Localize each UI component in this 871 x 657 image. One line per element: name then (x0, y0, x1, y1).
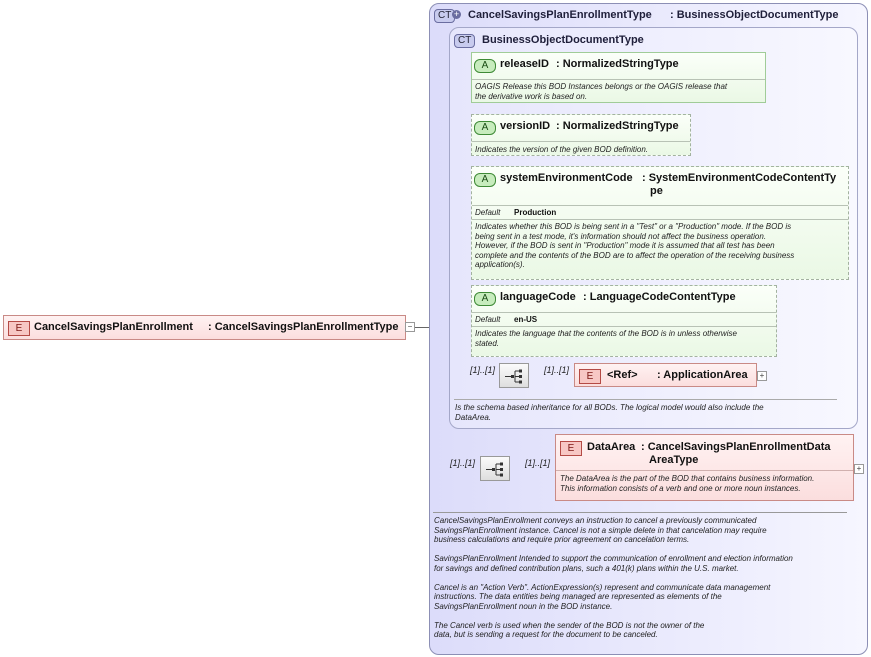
ref-expand-toggle[interactable]: + (757, 371, 767, 381)
attribute-badge: A (474, 173, 496, 187)
base-type-description-line: Is the schema based inheritance for all … (455, 403, 764, 412)
element-badge: E (579, 369, 601, 384)
complex-type-separator (433, 512, 847, 513)
complex-type-description-line: instructions. The data entities being ma… (434, 592, 722, 601)
dataarea-name: DataArea (587, 441, 636, 453)
dataarea-type-line: AreaType (649, 454, 699, 466)
attribute-doc-line: the derivative work is based on. (475, 91, 588, 101)
dataarea-doc-line: This information consists of a verb and … (560, 483, 801, 493)
attribute-doc: Indicates the version of the given BOD d… (475, 145, 648, 155)
attribute-doc: OAGIS Release this BOD Instances belongs… (475, 82, 727, 101)
attribute-badge: A (474, 292, 496, 306)
attribute-doc-line: However, if the BOD is sent in "Producti… (475, 241, 775, 250)
attribute-doc-line: application(s). (475, 260, 525, 269)
dataarea-expand-toggle[interactable]: + (854, 464, 864, 474)
attribute-doc-line: being sent in a test mode, it's informat… (475, 231, 767, 241)
complex-type-description: CancelSavingsPlanEnrollment conveys an i… (434, 516, 793, 640)
complex-type-description-line: data, but is sending a request for the d… (434, 630, 658, 639)
base-type-description: Is the schema based inheritance for all … (455, 403, 764, 422)
attribute-type-line: : SystemEnvironmentCodeContentTy (642, 172, 837, 184)
dataarea-doc: The DataArea is the part of the BOD that… (560, 474, 814, 493)
attribute-name: releaseID (500, 58, 549, 70)
attribute-name: systemEnvironmentCode (500, 172, 633, 184)
base-type-name: BusinessObjectDocumentType (482, 34, 644, 46)
attribute-doc-line: stated. (475, 338, 500, 348)
attribute-badge: A (474, 59, 496, 73)
attribute-doc-line: Indicates whether this BOD is being sent… (475, 222, 792, 231)
attribute-doc: Indicates whether this BOD is being sent… (475, 222, 794, 270)
attribute-doc-line: complete and the contents of the BOD are… (475, 250, 795, 260)
attribute-separator (472, 312, 776, 313)
ref-element-type: : ApplicationArea (657, 369, 748, 381)
sequence-icon (486, 462, 503, 477)
base-type-badge: CT (454, 34, 476, 48)
complex-type-description-blank (434, 545, 793, 555)
attribute-systemenvironmentcode[interactable]: A systemEnvironmentCode : SystemEnvironm… (471, 166, 849, 280)
attribute-type: : LanguageCodeContentType (583, 291, 736, 303)
attribute-doc-line: OAGIS Release this BOD Instances belongs… (475, 82, 728, 91)
element-badge: E (8, 321, 30, 336)
root-collapse-toggle[interactable]: − (405, 322, 415, 332)
attribute-type: : NormalizedStringType (556, 58, 679, 70)
complex-type-description-line: SavingsPlanEnrollment instance. Cancel i… (434, 525, 767, 535)
attribute-badge: A (474, 121, 496, 135)
complex-type-description-blank (434, 573, 793, 583)
element-dataarea[interactable]: E DataArea : CancelSavingsPlanEnrollment… (555, 434, 854, 501)
default-value: en-US (514, 315, 538, 324)
inner-sequence-compositor[interactable] (499, 363, 529, 388)
inner-sequence-card-in: [1]..[1] (470, 365, 496, 375)
attribute-type: : NormalizedStringType (556, 120, 679, 132)
attribute-doc-line: Indicates the language that the contents… (475, 329, 737, 338)
attribute-releaseid[interactable]: A releaseID : NormalizedStringType OAGIS… (471, 52, 766, 103)
default-label: Default (475, 208, 501, 217)
dataarea-type-line: : CancelSavingsPlanEnrollmentData (641, 441, 831, 453)
outer-sequence-card-in: [1]..[1] (450, 458, 476, 468)
attribute-separator (472, 79, 765, 80)
complex-type-description-line: The Cancel verb is used when the sender … (434, 620, 705, 630)
base-type-description-line: DataArea. (455, 412, 492, 422)
complex-type-name: CancelSavingsPlanEnrollmentType (468, 9, 652, 21)
attribute-type-line: pe (650, 185, 663, 197)
dataarea-separator (556, 470, 853, 471)
root-element-name: CancelSavingsPlanEnrollment (34, 321, 193, 333)
outer-sequence-card-out: [1]..[1] (525, 458, 551, 468)
attribute-name: languageCode (500, 291, 576, 303)
sequence-icon (505, 369, 522, 384)
attribute-name: versionID (500, 120, 551, 132)
ref-element-name: <Ref> (607, 369, 638, 381)
attribute-languagecode[interactable]: A languageCode : LanguageCodeContentType… (471, 285, 777, 357)
attribute-separator (472, 205, 848, 206)
complex-type-description-blank (434, 611, 793, 621)
complex-type-description-line: SavingsPlanEnrollment noun in the BOD in… (434, 601, 613, 611)
attribute-doc-line: Indicates the version of the given BOD d… (475, 145, 648, 154)
root-element-box[interactable]: E CancelSavingsPlanEnrollment : CancelSa… (3, 315, 406, 340)
base-type-separator (454, 399, 837, 400)
complex-type-description-line: CancelSavingsPlanEnrollment conveys an i… (434, 516, 757, 525)
attribute-separator (472, 141, 690, 142)
default-label: Default (475, 315, 501, 324)
attribute-doc: Indicates the language that the contents… (475, 329, 737, 348)
attribute-versionid[interactable]: A versionID : NormalizedStringType Indic… (471, 114, 691, 156)
complex-type-description-line: business calculations and require prior … (434, 535, 690, 544)
complex-type-description-line: Cancel is an "Action Verb". ActionExpres… (434, 582, 771, 592)
dataarea-type: : CancelSavingsPlanEnrollmentData AreaTy… (641, 441, 831, 467)
complex-type-plus-icon: + (452, 9, 461, 19)
complex-type-description-line: SavingsPlanEnrollment Intended to suppor… (434, 554, 793, 563)
root-element-type: : CancelSavingsPlanEnrollmentType (208, 321, 399, 333)
attribute-type: : SystemEnvironmentCodeContentTy pe (642, 172, 836, 198)
ref-element-applicationarea[interactable]: E <Ref> : ApplicationArea (574, 363, 757, 387)
attribute-separator (472, 326, 776, 327)
outer-sequence-compositor[interactable] (480, 456, 510, 481)
complex-type-description-line: for savings and defined contribution pla… (434, 563, 739, 573)
dataarea-doc-line: The DataArea is the part of the BOD that… (560, 474, 815, 483)
connector-root-to-type (414, 327, 430, 328)
attribute-separator (472, 219, 848, 220)
complex-type-base: : BusinessObjectDocumentType (670, 9, 839, 21)
element-badge: E (560, 441, 582, 456)
default-value: Production (514, 208, 557, 217)
inner-sequence-card-out: [1]..[1] (544, 365, 570, 375)
